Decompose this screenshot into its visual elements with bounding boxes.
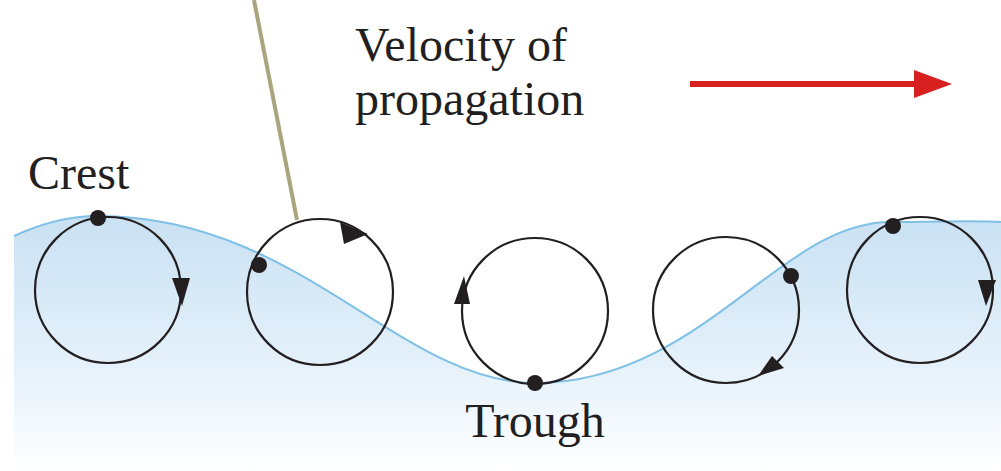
water-particle: [251, 257, 267, 273]
orbit-circle: [847, 217, 993, 363]
water-particle: [527, 375, 543, 391]
arrow-caption: Velocity of propagation: [355, 18, 675, 126]
orbit-arrowhead: [340, 222, 368, 244]
water-particle: [885, 218, 901, 234]
orbit-circle: [247, 219, 393, 365]
water-particle: [783, 268, 799, 284]
orbit-arrowhead: [978, 280, 996, 306]
propagation-arrowhead: [914, 70, 952, 98]
trough-label: Trough: [385, 394, 685, 448]
leader-line: [254, 0, 297, 220]
water-particle: [90, 210, 106, 226]
orbit-circle: [462, 238, 608, 384]
orbit-circle: [35, 217, 181, 363]
orbit-circle: [653, 237, 799, 383]
wave-surface: [14, 216, 1001, 383]
propagation-arrow-shaft: [690, 81, 920, 87]
orbit-arrowhead: [758, 356, 784, 376]
orbit-arrowhead: [454, 276, 470, 304]
orbit-arrowhead: [172, 278, 190, 306]
water-body: [14, 216, 1001, 471]
crest-label: Crest: [28, 146, 228, 200]
